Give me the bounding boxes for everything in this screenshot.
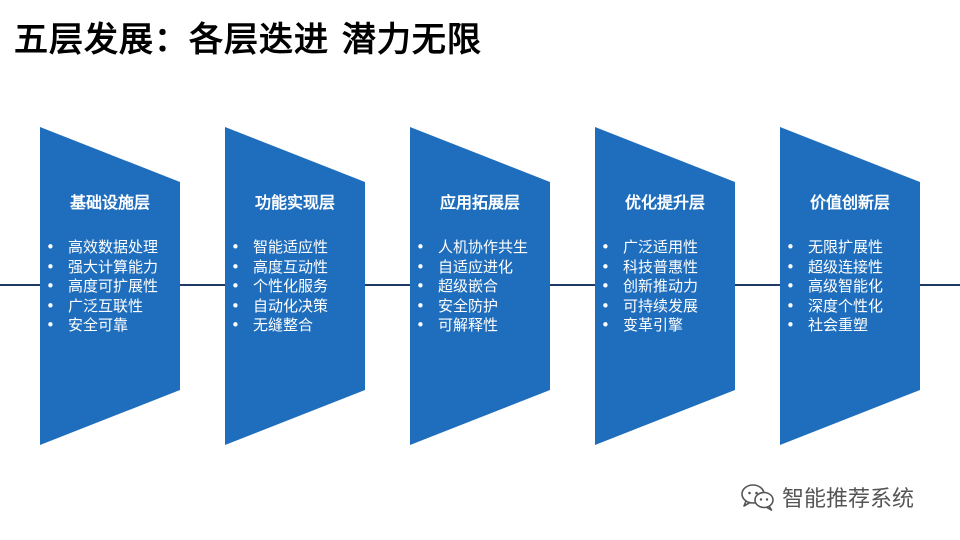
layer-feature-item: 高度互动性 [231, 258, 328, 278]
layer-feature-item: 安全防护 [416, 297, 528, 317]
layer-feature-list: 智能适应性 高度互动性 个性化服务 自动化决策 无缝整合 [231, 238, 328, 336]
layer-feature-item: 无限扩展性 [786, 238, 883, 258]
layer-feature-item: 强大计算能力 [46, 258, 158, 278]
watermark: 智能推荐系统 [740, 482, 914, 512]
layer-panel-3: 应用拓展层 人机协作共生 自适应进化 超级嵌合 安全防护 可解释性 [410, 127, 550, 445]
layer-feature-item: 人机协作共生 [416, 238, 528, 258]
layer-panel-1: 基础设施层 高效数据处理 强大计算能力 高度可扩展性 广泛互联性 安全可靠 [40, 127, 180, 445]
layer-feature-item: 高级智能化 [786, 277, 883, 297]
layer-feature-item: 高度可扩展性 [46, 277, 158, 297]
layer-feature-item: 高效数据处理 [46, 238, 158, 258]
layer-feature-item: 可解释性 [416, 316, 528, 336]
layer-feature-item: 自动化决策 [231, 297, 328, 317]
layer-panel-2: 功能实现层 智能适应性 高度互动性 个性化服务 自动化决策 无缝整合 [225, 127, 365, 445]
layer-feature-item: 变革引擎 [601, 316, 698, 336]
layer-title: 应用拓展层 [439, 193, 520, 212]
layer-feature-item: 广泛适用性 [601, 238, 698, 258]
layer-feature-item: 安全可靠 [46, 316, 158, 336]
layer-feature-item: 无缝整合 [231, 316, 328, 336]
wechat-icon [741, 484, 774, 511]
layer-feature-list: 人机协作共生 自适应进化 超级嵌合 安全防护 可解释性 [416, 238, 528, 336]
layer-panel-4: 优化提升层 广泛适用性 科技普惠性 创新推动力 可持续发展 变革引擎 [595, 127, 735, 445]
layer-title: 功能实现层 [254, 193, 335, 212]
layer-title: 基础设施层 [69, 193, 150, 212]
layer-title: 价值创新层 [809, 193, 890, 212]
page-title: 五层发展：各层迭进 潜力无限 [14, 20, 482, 60]
layer-feature-list: 广泛适用性 科技普惠性 创新推动力 可持续发展 变革引擎 [601, 238, 698, 336]
layer-feature-item: 创新推动力 [601, 277, 698, 297]
layer-title: 优化提升层 [624, 193, 705, 212]
layer-feature-item: 社会重塑 [786, 316, 883, 336]
layer-feature-list: 高效数据处理 强大计算能力 高度可扩展性 广泛互联性 安全可靠 [46, 238, 158, 336]
layer-feature-item: 超级连接性 [786, 258, 883, 278]
layer-feature-item: 广泛互联性 [46, 297, 158, 317]
layer-feature-item: 科技普惠性 [601, 258, 698, 278]
layer-feature-item: 超级嵌合 [416, 277, 528, 297]
layer-feature-item: 智能适应性 [231, 238, 328, 258]
layer-feature-list: 无限扩展性 超级连接性 高级智能化 深度个性化 社会重塑 [786, 238, 883, 336]
watermark-text: 智能推荐系统 [782, 487, 915, 512]
layer-feature-item: 深度个性化 [786, 297, 883, 317]
layer-feature-item: 可持续发展 [601, 297, 698, 317]
layer-feature-item: 自适应进化 [416, 258, 528, 278]
layer-feature-item: 个性化服务 [231, 277, 328, 297]
layer-panel-5: 价值创新层 无限扩展性 超级连接性 高级智能化 深度个性化 社会重塑 [780, 127, 920, 445]
